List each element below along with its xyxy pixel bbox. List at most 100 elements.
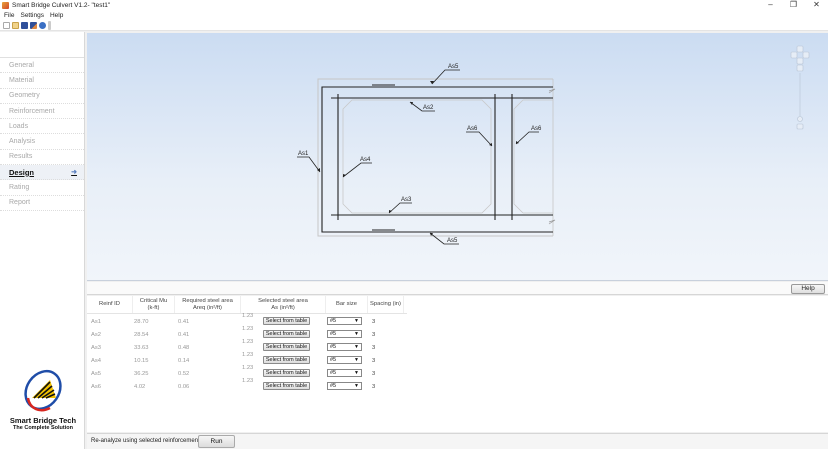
view-navigation-control[interactable] bbox=[790, 45, 810, 135]
drawing-canvas[interactable]: As5 As2 As6 As6 As1 As4 As3 As5 bbox=[87, 33, 828, 281]
sidebar-item-label: General bbox=[9, 61, 34, 69]
zoom-slider-handle[interactable] bbox=[797, 116, 803, 122]
sidebar-item-label: Loads bbox=[9, 122, 29, 130]
sidebar-item-material[interactable]: Material bbox=[0, 73, 84, 89]
save-as-icon[interactable] bbox=[30, 21, 37, 29]
sidebar-item-label: Geometry bbox=[9, 92, 40, 100]
reinf-id: As2 bbox=[91, 331, 101, 338]
select-from-table-button[interactable]: Select from table bbox=[263, 317, 310, 325]
minimize-button[interactable]: – bbox=[768, 0, 773, 9]
logo-emblem-icon bbox=[24, 369, 62, 412]
reset-view-icon[interactable] bbox=[796, 64, 804, 72]
sidebar-item-reinforcement[interactable]: Reinforcement bbox=[0, 104, 84, 120]
select-from-table-button[interactable]: Select from table bbox=[263, 343, 310, 351]
col-required-area-unit: Areq (in²/ft) bbox=[193, 305, 222, 311]
col-critical-mu-unit: (k-ft) bbox=[147, 305, 160, 311]
arrow-right-icon: ➜ bbox=[71, 169, 77, 177]
new-file-icon[interactable] bbox=[3, 21, 10, 29]
table-row: As2 28.54 0.41 1.23 Select from table #5… bbox=[87, 326, 407, 341]
reinf-id: As3 bbox=[91, 344, 101, 351]
select-from-table-button[interactable]: Select from table bbox=[263, 369, 310, 377]
table-row: As6 4.02 0.06 1.23 Select from table #5▼… bbox=[87, 378, 407, 393]
sidebar-item-results[interactable]: Results bbox=[0, 150, 84, 166]
bar-size-dropdown[interactable]: #5▼ bbox=[327, 317, 362, 325]
table-header: Reinf ID Critical Mu(k-ft) Required stee… bbox=[87, 296, 407, 314]
bar-size-value: #5 bbox=[330, 318, 337, 324]
critical-mu: 4.02 bbox=[134, 383, 146, 390]
col-selected-area-label: Selected steel area bbox=[258, 298, 308, 304]
reanalyze-bar: Re-analyze using selected reinforcement:… bbox=[87, 433, 828, 449]
selected-area: 1.23 bbox=[242, 339, 254, 345]
pan-left-icon[interactable] bbox=[790, 51, 798, 59]
bar-size-value: #5 bbox=[330, 357, 337, 363]
restore-button[interactable]: ❐ bbox=[789, 0, 798, 9]
table-row: As4 10.15 0.14 1.23 Select from table #5… bbox=[87, 352, 407, 367]
close-button[interactable]: ✕ bbox=[813, 0, 820, 9]
sidebar-item-report[interactable]: Report bbox=[0, 196, 84, 211]
col-selected-area-unit: As (in²/ft) bbox=[271, 305, 295, 311]
selected-area: 1.23 bbox=[242, 365, 254, 371]
spacing-value: 3 bbox=[372, 357, 376, 364]
menu-help[interactable]: Help bbox=[49, 12, 64, 19]
critical-mu: 33.63 bbox=[134, 344, 149, 351]
bar-size-dropdown[interactable]: #5▼ bbox=[327, 356, 362, 364]
sidebar-item-design[interactable]: Design ➜ bbox=[0, 165, 84, 181]
dropdown-caret-icon: ▼ bbox=[354, 370, 359, 376]
title-bar: Smart Bridge Culvert V1.2- "test1" – ❐ ✕ bbox=[0, 0, 828, 11]
selected-area: 1.23 bbox=[242, 313, 254, 319]
run-button[interactable]: Run bbox=[198, 435, 235, 448]
menu-settings[interactable]: Settings bbox=[20, 12, 44, 19]
reinf-id: As6 bbox=[91, 383, 101, 390]
save-icon[interactable] bbox=[21, 21, 28, 29]
label-as6-left: As6 bbox=[467, 126, 478, 132]
reinf-id: As1 bbox=[91, 318, 101, 325]
zoom-out-icon[interactable] bbox=[796, 123, 804, 130]
sidebar-item-geometry[interactable]: Geometry bbox=[0, 89, 84, 104]
reanalyze-label: Re-analyze using selected reinforcement: bbox=[91, 438, 202, 444]
open-file-icon[interactable] bbox=[12, 21, 19, 29]
bar-size-value: #5 bbox=[330, 344, 337, 350]
sidebar-item-general[interactable]: General bbox=[0, 58, 84, 74]
select-from-table-button[interactable]: Select from table bbox=[263, 330, 310, 338]
pan-down-icon[interactable] bbox=[796, 57, 804, 65]
bar-size-dropdown[interactable]: #5 ▼ bbox=[327, 330, 362, 338]
bar-size-dropdown[interactable]: #5▼ bbox=[327, 369, 362, 377]
sidebar-item-rating[interactable]: Rating bbox=[0, 180, 84, 196]
required-area: 0.52 bbox=[178, 370, 190, 377]
critical-mu: 10.15 bbox=[134, 357, 149, 364]
sidebar-header bbox=[0, 32, 84, 58]
critical-mu: 28.54 bbox=[134, 331, 149, 338]
bar-size-value: #5 bbox=[330, 383, 337, 389]
critical-mu: 36.25 bbox=[134, 370, 149, 377]
logo-brand: Smart Bridge Tech bbox=[9, 416, 77, 425]
sidebar-item-loads[interactable]: Loads bbox=[0, 119, 84, 135]
pan-right-icon[interactable] bbox=[802, 51, 810, 59]
required-area: 0.14 bbox=[178, 357, 190, 364]
help-button[interactable]: Help bbox=[791, 284, 825, 294]
dropdown-caret-icon: ▼ bbox=[354, 383, 359, 389]
col-reinf-id: Reinf ID bbox=[87, 296, 133, 313]
sidebar-item-label: Report bbox=[9, 199, 31, 207]
selected-area: 1.23 bbox=[242, 326, 254, 332]
spacing-value: 3 bbox=[372, 318, 376, 325]
app-icon bbox=[2, 2, 9, 9]
menu-file[interactable]: File bbox=[4, 12, 15, 19]
col-critical-mu-label: Critical Mu bbox=[139, 298, 168, 304]
dropdown-caret-icon: ▼ bbox=[354, 331, 359, 337]
label-as5-top: As5 bbox=[448, 64, 459, 70]
toolbar-grip bbox=[48, 20, 51, 30]
table-row: As5 36.25 0.52 1.23 Select from table #5… bbox=[87, 365, 407, 380]
select-from-table-button[interactable]: Select from table bbox=[263, 382, 310, 390]
sidebar-item-label: Results bbox=[9, 153, 33, 161]
pan-up-icon[interactable] bbox=[796, 45, 804, 53]
selected-area: 1.23 bbox=[242, 352, 254, 358]
col-bar-size: Bar size bbox=[326, 296, 368, 313]
company-logo: Smart Bridge Tech The Complete Solution bbox=[4, 368, 82, 431]
bar-size-dropdown[interactable]: #5▼ bbox=[327, 343, 362, 351]
sidebar-item-analysis[interactable]: Analysis bbox=[0, 134, 84, 150]
help-icon[interactable] bbox=[39, 21, 46, 29]
bar-size-dropdown[interactable]: #5 ▼ bbox=[327, 382, 362, 390]
select-from-table-button[interactable]: Select from table bbox=[263, 356, 310, 364]
bar-size-value: #5 bbox=[330, 331, 337, 337]
